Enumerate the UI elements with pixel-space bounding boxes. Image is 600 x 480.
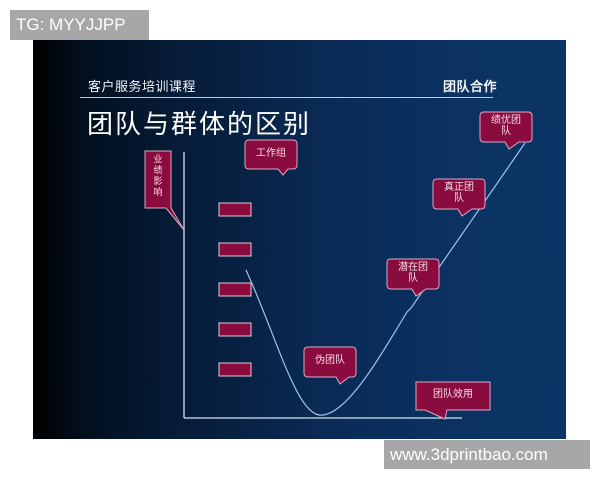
callout-work-group xyxy=(244,139,298,176)
y-axis-label-char: 影 xyxy=(153,177,163,187)
callout-potential-team xyxy=(386,258,440,297)
group-bar xyxy=(218,202,252,217)
group-bar xyxy=(218,242,252,257)
callout-line: 伪团队 xyxy=(315,355,345,366)
callout-high-performance-team-label: 绩优团 队 xyxy=(480,115,532,137)
callout-line: 队 xyxy=(454,193,464,204)
y-axis-label: 业 绩 影 响 xyxy=(152,155,164,199)
x-axis-label-callout xyxy=(415,381,491,420)
watermark-top: TG: MYYJJPP xyxy=(10,10,149,40)
callout-high-performance-team xyxy=(479,111,533,150)
y-axis-label-char: 响 xyxy=(153,188,163,198)
callout-line: 队 xyxy=(408,273,418,284)
callout-line: 队 xyxy=(501,126,511,137)
callout-real-team-label: 真正团 队 xyxy=(433,182,485,204)
slide: 客户服务培训课程 团队合作 团队与群体的区别 xyxy=(33,40,566,439)
team-performance-curve-diagram xyxy=(144,111,533,420)
watermark-top-text: TG: MYYJJPP xyxy=(16,15,126,34)
callout-line: 潜在团 xyxy=(398,262,428,273)
group-bar xyxy=(218,362,252,377)
x-axis-label: 团队效用 xyxy=(416,389,490,400)
watermark-bottom: www.3dprintbao.com xyxy=(384,440,590,469)
group-bar xyxy=(218,322,252,337)
callout-work-group-label: 工作组 xyxy=(245,148,297,159)
callout-line: 真正团 xyxy=(444,182,474,193)
y-axis-label-char: 绩 xyxy=(153,166,163,176)
x-axis-label-text: 团队效用 xyxy=(433,389,473,400)
callout-line: 绩优团 xyxy=(491,115,521,126)
y-axis-label-callout xyxy=(144,150,185,231)
header-divider xyxy=(80,97,493,98)
callout-pseudo-team-label: 伪团队 xyxy=(304,355,356,366)
group-bars xyxy=(218,202,252,377)
callout-real-team xyxy=(432,178,486,217)
watermark-bottom-text: www.3dprintbao.com xyxy=(390,444,548,464)
performance-curve xyxy=(245,142,526,416)
callout-pseudo-team xyxy=(303,346,357,385)
group-bar xyxy=(218,282,252,297)
section-title: 团队合作 xyxy=(443,80,498,95)
callout-potential-team-label: 潜在团 队 xyxy=(387,262,439,284)
callout-line: 工作组 xyxy=(256,148,286,159)
course-title: 客户服务培训课程 xyxy=(88,80,197,95)
y-axis-label-char: 业 xyxy=(153,155,163,165)
slide-title: 团队与群体的区别 xyxy=(87,110,312,140)
